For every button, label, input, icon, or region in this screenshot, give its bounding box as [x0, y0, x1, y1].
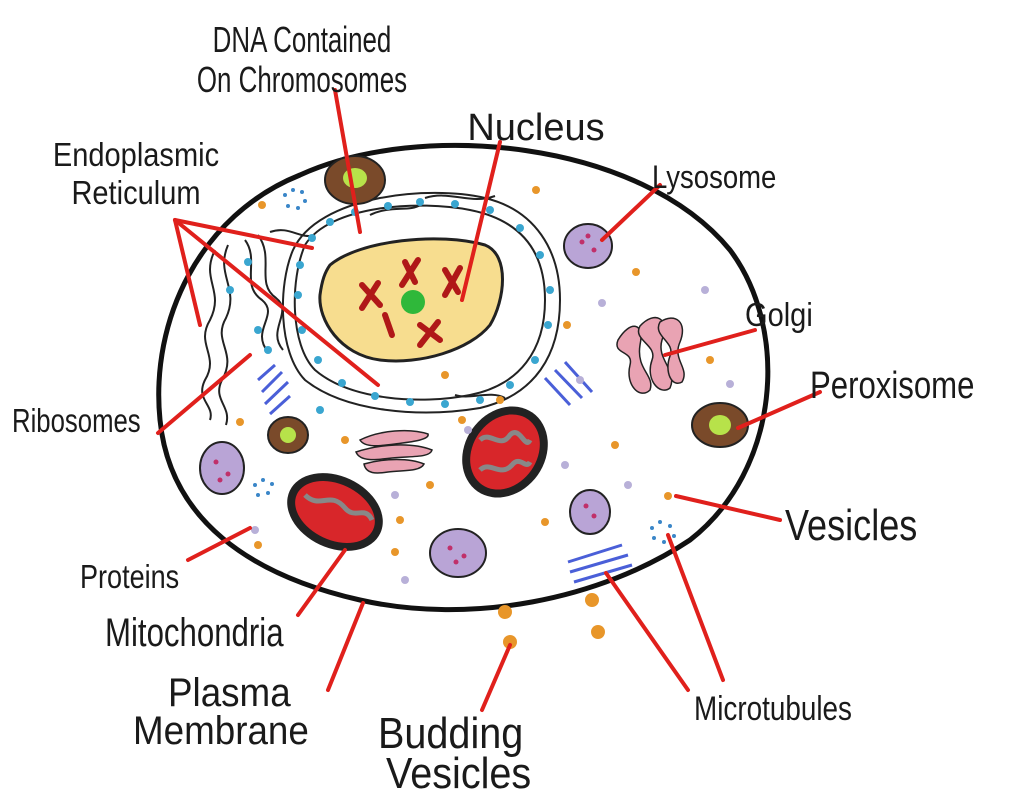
label-proteins: Proteins [80, 560, 179, 596]
label-microtubules: Microtubules [694, 689, 852, 727]
label-nucleus: Nucleus [467, 107, 604, 149]
label-mitochondria: Mitochondria [105, 610, 284, 655]
label-dna-line2: On Chromosomes [197, 60, 407, 100]
label-golgi: Golgi [745, 296, 813, 333]
label-ribosomes: Ribosomes [12, 403, 141, 440]
peroxisome-left [268, 417, 308, 453]
peroxisome-right [692, 403, 748, 447]
label-dna-line1: DNA Contained [213, 20, 392, 60]
leader-plasma-membrane [328, 603, 363, 690]
label-plasma-line2: Membrane [133, 709, 309, 754]
leader-microtubules-1 [606, 573, 688, 690]
lysosome-top-right [564, 224, 612, 268]
label-lysosome: Lysosome [652, 160, 776, 195]
lysosome-bottom [430, 529, 486, 577]
label-er-line1: Endoplasmic [53, 136, 219, 173]
lysosome-bottom-right [570, 490, 610, 534]
label-er-line2: Reticulum [71, 174, 200, 211]
leader-microtubules-2 [668, 535, 723, 680]
label-vesicles: Vesicles [785, 501, 917, 550]
leader-budding-vesicles [482, 645, 510, 710]
lysosome-left [200, 442, 244, 494]
golgi-apparatus-small [356, 431, 432, 473]
label-budding-line2: Vesicles [386, 748, 531, 796]
nucleolus [401, 290, 425, 314]
label-peroxisome: Peroxisome [810, 365, 974, 407]
